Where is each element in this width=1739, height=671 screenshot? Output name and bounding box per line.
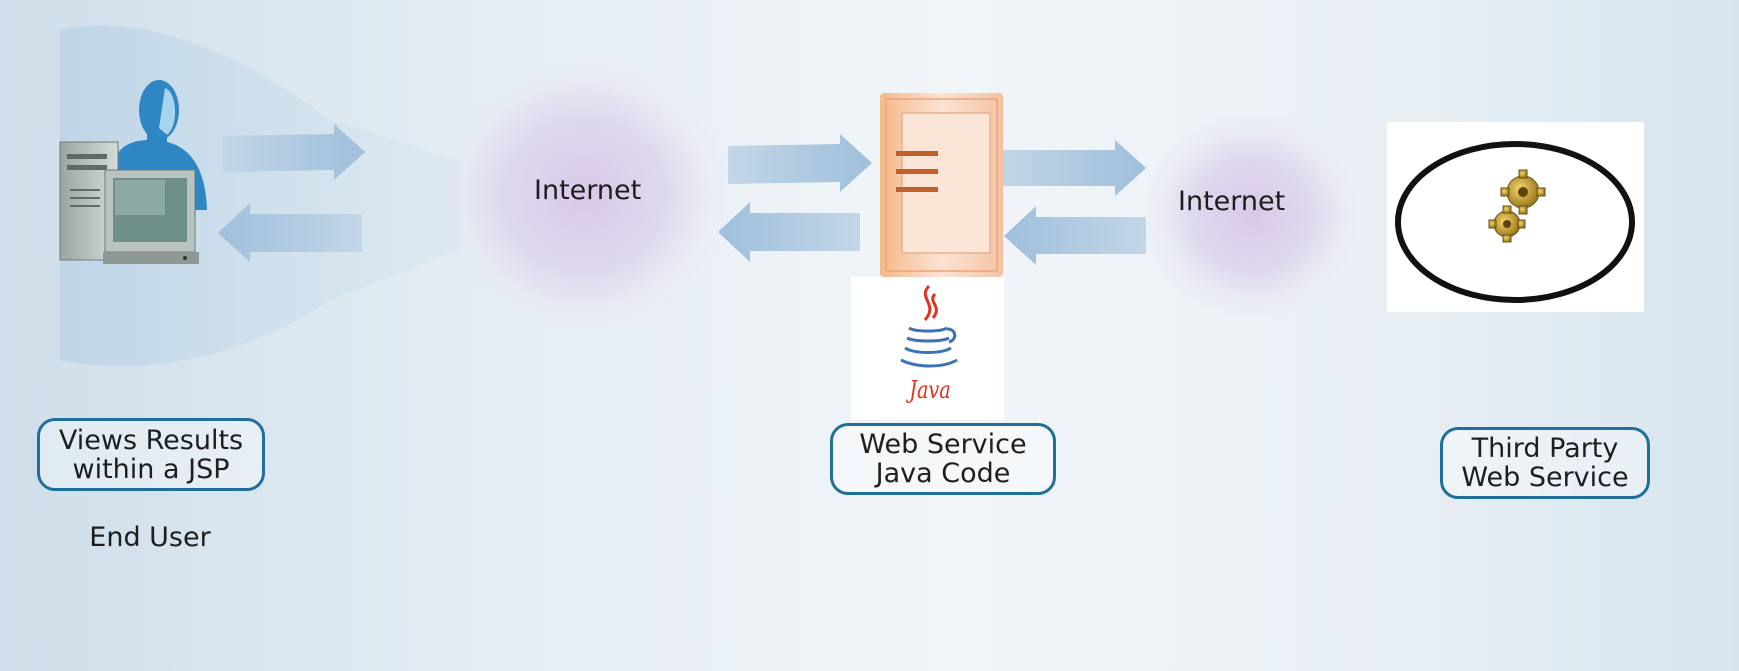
internet-label-right: Internet bbox=[1178, 186, 1286, 217]
web-service-caption-box: Web Service Java Code bbox=[830, 423, 1056, 495]
gears-icon bbox=[1395, 141, 1635, 303]
end-user-caption-box: Views Results within a JSP bbox=[37, 418, 265, 491]
arrow-server-to-internet-right bbox=[1002, 140, 1146, 196]
arrow-server-to-internet bbox=[718, 202, 860, 262]
third-party-caption-line1: Third Party bbox=[1471, 433, 1619, 464]
third-party-caption-line2: Web Service bbox=[1461, 462, 1629, 493]
internet-label-left: Internet bbox=[534, 175, 642, 206]
arrow-internet-to-user bbox=[218, 203, 362, 262]
end-user-caption-line1: Views Results bbox=[58, 424, 244, 456]
java-cup-icon bbox=[900, 284, 958, 368]
user-at-computer-icon bbox=[59, 80, 207, 264]
web-service-caption-line2: Java Code bbox=[875, 458, 1011, 489]
internet-cloud-left bbox=[440, 55, 730, 335]
web-service-caption-line1: Web Service bbox=[859, 429, 1027, 460]
arrow-internet-to-server bbox=[728, 134, 872, 192]
arrow-user-to-internet bbox=[222, 124, 365, 180]
server-icon bbox=[880, 93, 1003, 277]
java-logo-text: Java bbox=[909, 376, 951, 404]
arrow-internet-right-to-server bbox=[1004, 206, 1146, 265]
third-party-caption-box: Third Party Web Service bbox=[1440, 427, 1650, 499]
end-user-caption-line2: within a JSP bbox=[72, 453, 230, 485]
end-user-label: End User bbox=[89, 522, 211, 553]
internet-cloud-right bbox=[1142, 110, 1362, 320]
